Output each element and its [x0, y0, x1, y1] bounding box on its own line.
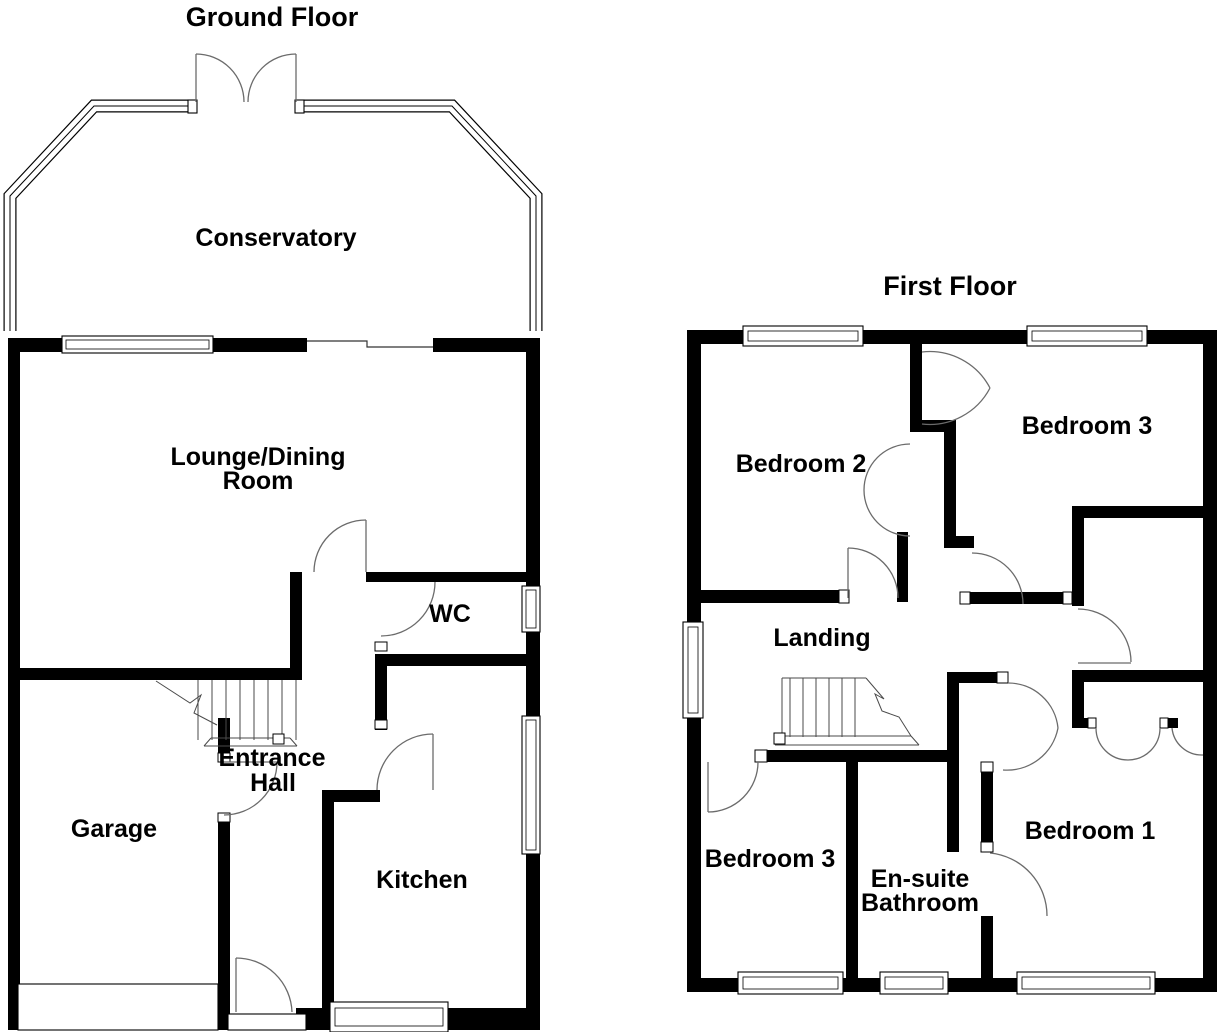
- bedroom3-top-window: [1026, 325, 1148, 347]
- room-label-bedroom3-bottom: Bedroom 3: [705, 845, 836, 873]
- kitchen-side-window: [521, 715, 541, 855]
- window-end-cap: [187, 99, 198, 114]
- front-door-swing: [235, 957, 293, 1013]
- door-jamb: [754, 749, 768, 763]
- bedroom3-bottom-door-swing: [707, 761, 759, 813]
- first-labels: First Floor Bedroom 2 Bedroom 3 Landing …: [705, 271, 1156, 917]
- door-jamb: [374, 719, 388, 730]
- first-floor-plan: First Floor Bedroom 2 Bedroom 3 Landing …: [682, 271, 1217, 995]
- french-doors: [195, 53, 297, 103]
- lounge-door-swing: [313, 519, 367, 573]
- first-floor-title: First Floor: [883, 271, 1017, 301]
- room-label-lounge-line2: Room: [223, 467, 294, 495]
- room-label-landing: Landing: [773, 624, 870, 652]
- first-interior-walls: [701, 344, 1217, 992]
- door-jamb: [374, 641, 388, 652]
- ground-outer-walls: [8, 338, 540, 1030]
- door-jamb: [1087, 717, 1097, 729]
- room-label-bedroom1: Bedroom 1: [1025, 817, 1156, 845]
- room-label-ensuite-line1: En-suite: [871, 865, 970, 893]
- stair-break-line: [155, 680, 218, 726]
- ground-stairs: [155, 680, 298, 747]
- door-jamb: [980, 761, 994, 773]
- window-end-cap: [294, 99, 305, 114]
- door-jamb: [1159, 717, 1169, 729]
- bedroom3-top-door-swing: [971, 552, 1024, 605]
- room-label-lounge-line1: Lounge/Dining: [171, 443, 346, 471]
- first-windows: [682, 325, 1156, 995]
- room-label-hall-line1: Entrance: [219, 744, 326, 772]
- stair-break-line: [865, 677, 912, 737]
- room-label-wc: WC: [429, 600, 471, 628]
- conservatory-window-walls: [3, 99, 543, 331]
- ground-floor-plan: Ground Floor Conservatory Lounge/Dining …: [3, 2, 543, 1032]
- bedroom2-door-swing: [847, 547, 899, 599]
- bay-window-wall-left: [3, 99, 196, 331]
- door-jamb: [838, 589, 850, 604]
- bedroom3-bottom-window: [737, 971, 844, 995]
- lounge-top-window: [61, 335, 214, 354]
- ground-interior-walls: [8, 572, 526, 1008]
- room-label-hall-line2: Hall: [250, 769, 296, 797]
- wall-opening: [307, 340, 433, 348]
- ground-labels: Ground Floor Conservatory Lounge/Dining …: [71, 2, 471, 894]
- stair-rail-end: [773, 732, 786, 745]
- kitchen-door-swing: [376, 733, 434, 791]
- room-label-conservatory: Conservatory: [195, 224, 356, 252]
- ensuite-window: [879, 971, 949, 995]
- wc-window: [521, 585, 541, 633]
- ground-doors: [223, 519, 436, 1013]
- garage-hall-door-swing: [223, 761, 278, 816]
- door-jamb: [959, 591, 971, 605]
- door-jamb: [996, 671, 1009, 684]
- door-jamb: [1062, 591, 1073, 605]
- garage-door: [17, 983, 219, 1031]
- stair-rail-end: [272, 733, 285, 745]
- bedroom2-wardrobe-swing: [863, 443, 911, 537]
- kitchen-bottom-window: [329, 1001, 449, 1032]
- landing-side-window: [682, 621, 704, 719]
- wc-door-swing: [380, 581, 436, 637]
- room-label-garage: Garage: [71, 815, 157, 843]
- bedroom1-window: [1016, 971, 1156, 995]
- front-door-threshold: [227, 1013, 307, 1031]
- airing-cupboard-doors-swing: [1002, 682, 1059, 771]
- room-label-kitchen: Kitchen: [376, 866, 468, 894]
- bedroom1-door-swing: [1077, 608, 1132, 664]
- bedroom3-wardrobe-swing: [921, 350, 991, 426]
- door-jamb: [980, 841, 994, 853]
- bedroom2-top-window: [742, 325, 864, 347]
- room-label-bedroom3-top: Bedroom 3: [1022, 412, 1153, 440]
- first-stairs: [773, 677, 920, 746]
- bedroom1-closet-doors-swing: [1095, 727, 1204, 761]
- door-jamb: [217, 812, 231, 823]
- bay-window-wall-right: [296, 99, 543, 331]
- ground-windows: [17, 335, 541, 1032]
- room-label-bedroom2: Bedroom 2: [736, 450, 867, 478]
- first-doors: [707, 350, 1204, 917]
- ground-floor-title: Ground Floor: [186, 2, 359, 32]
- room-label-ensuite-line2: Bathroom: [861, 889, 979, 917]
- ensuite-door-swing: [989, 852, 1048, 917]
